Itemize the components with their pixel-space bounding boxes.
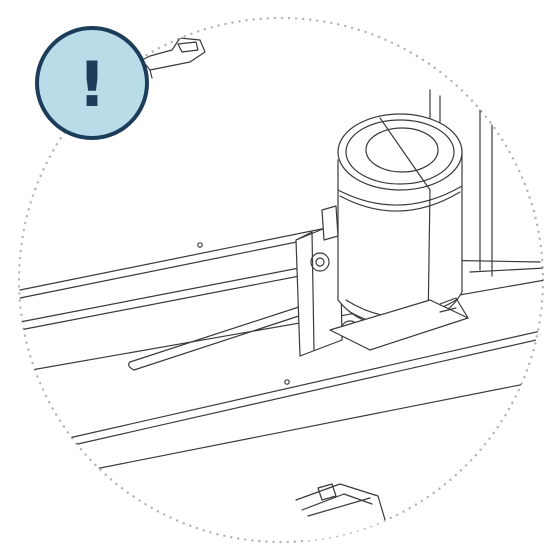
rail-bolt-hole bbox=[197, 242, 203, 248]
bottom-clamp bbox=[295, 483, 389, 542]
motor-body bbox=[337, 113, 463, 327]
top-clip bbox=[141, 37, 206, 79]
base-bolt-hole bbox=[284, 379, 290, 385]
base-plate bbox=[19, 279, 543, 471]
warning-badge: ! bbox=[35, 26, 149, 140]
motor-foot bbox=[329, 297, 469, 351]
motor-bracket bbox=[295, 205, 360, 357]
exclamation-icon: ! bbox=[78, 48, 106, 121]
